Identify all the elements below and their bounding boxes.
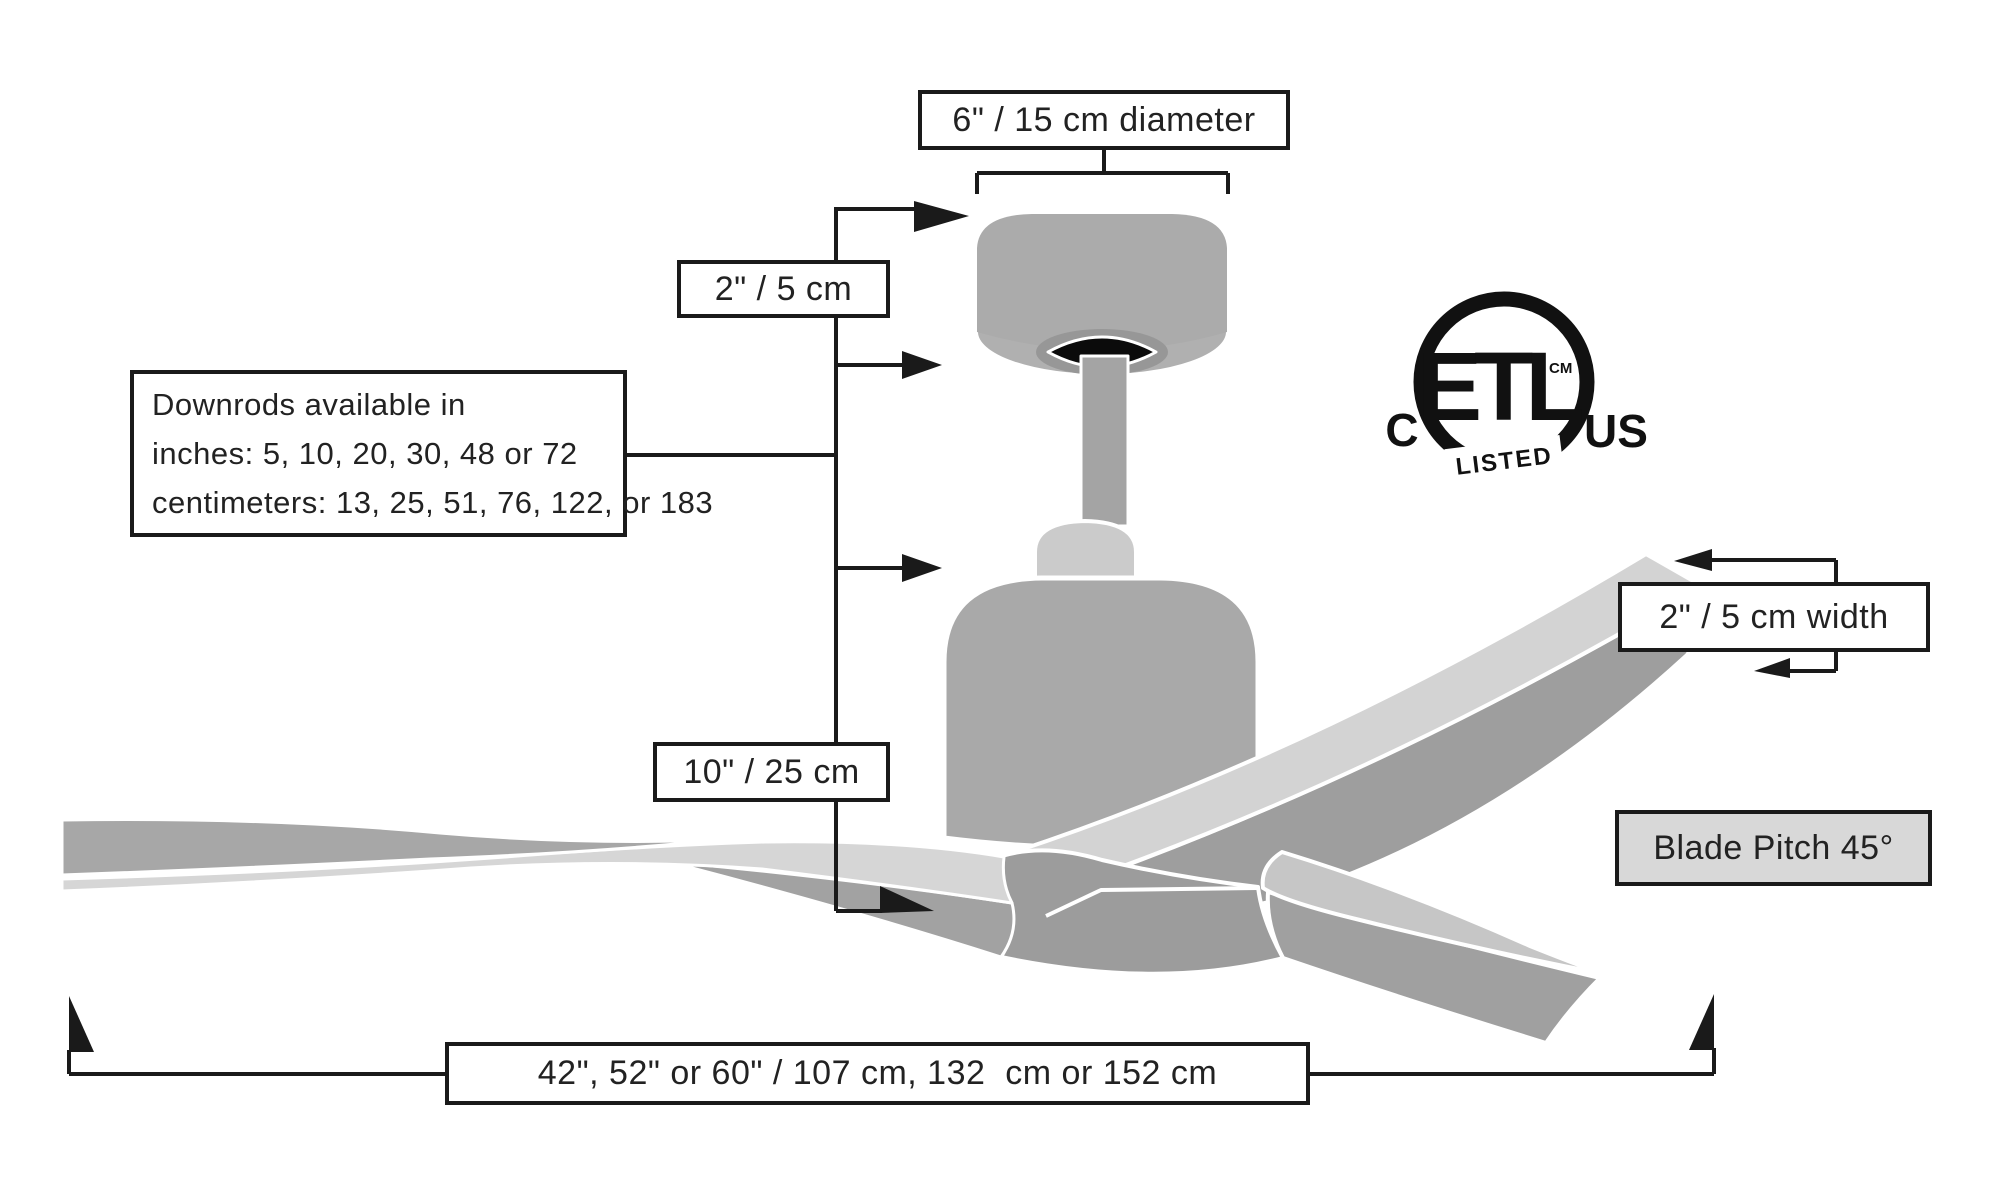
downrods-line-3: centimeters: 13, 25, 51, 76, 122, or 183 [152,485,714,520]
diameter-label-text: 6" / 15 cm diameter [952,100,1256,139]
downrods-info-box: Downrods available in inches: 5, 10, 20,… [130,370,713,537]
arrow-span-right [1689,994,1714,1050]
etl-us-text: US [1584,405,1648,457]
downrods-line-1: Downrods available in [152,387,466,422]
etl-mark-text: ETL [1417,332,1582,441]
dimension-arrowheads [69,201,1790,1052]
blade-pitch-label: Blade Pitch 45° [1615,810,1932,886]
arrow-canopy-bottom [902,351,942,379]
arrow-span-left [69,996,94,1052]
blade-lower-right-top [1260,850,1606,976]
blade-width-label: 2" / 5 cm width [1618,582,1930,652]
diameter-bracket [975,150,1230,194]
blade-width-label-text: 2" / 5 cm width [1659,597,1889,636]
arrow-blade-width-bottom [1754,658,1790,678]
motor-height-label-text: 10" / 25 cm [683,752,860,791]
span-line-left [67,1050,445,1076]
arrow-blade-plane [880,886,934,913]
etl-c-text: C [1385,404,1418,456]
blade-left-top [60,840,1014,905]
blade-span-label-text: 42", 52" or 60" / 107 cm, 132 cm or 152 … [537,1054,1218,1092]
blade-left-tip-face [60,818,720,877]
canopy-drum [977,214,1227,350]
canopy-height-label: 2" / 5 cm [677,260,890,318]
span-line-right [1310,1048,1716,1076]
blade-width-lines [1700,558,1838,673]
blade-span-label: 42", 52" or 60" / 107 cm, 132 cm or 152 … [445,1042,1310,1105]
canopy-height-label-text: 2" / 5 cm [714,269,853,308]
downrod [1079,354,1130,528]
downrods-line-2: inches: 5, 10, 20, 30, 48 or 72 [152,436,578,471]
downrod-coupler [1033,519,1138,582]
etl-listed-banner [1444,435,1564,483]
hub-seam-lines [1045,886,1259,918]
arrow-motor-top [902,554,942,582]
etl-trademark-text: CM [1549,360,1572,377]
blade-pitch-label-text: Blade Pitch 45° [1653,828,1894,867]
motor-height-label: 10" / 25 cm [653,742,890,802]
etl-listed-logo: ETL CM LISTED C US [1385,291,1648,483]
arrow-blade-width-top [1674,549,1712,571]
diameter-label: 6" / 15 cm diameter [918,90,1290,150]
arrow-canopy-top [914,201,969,232]
